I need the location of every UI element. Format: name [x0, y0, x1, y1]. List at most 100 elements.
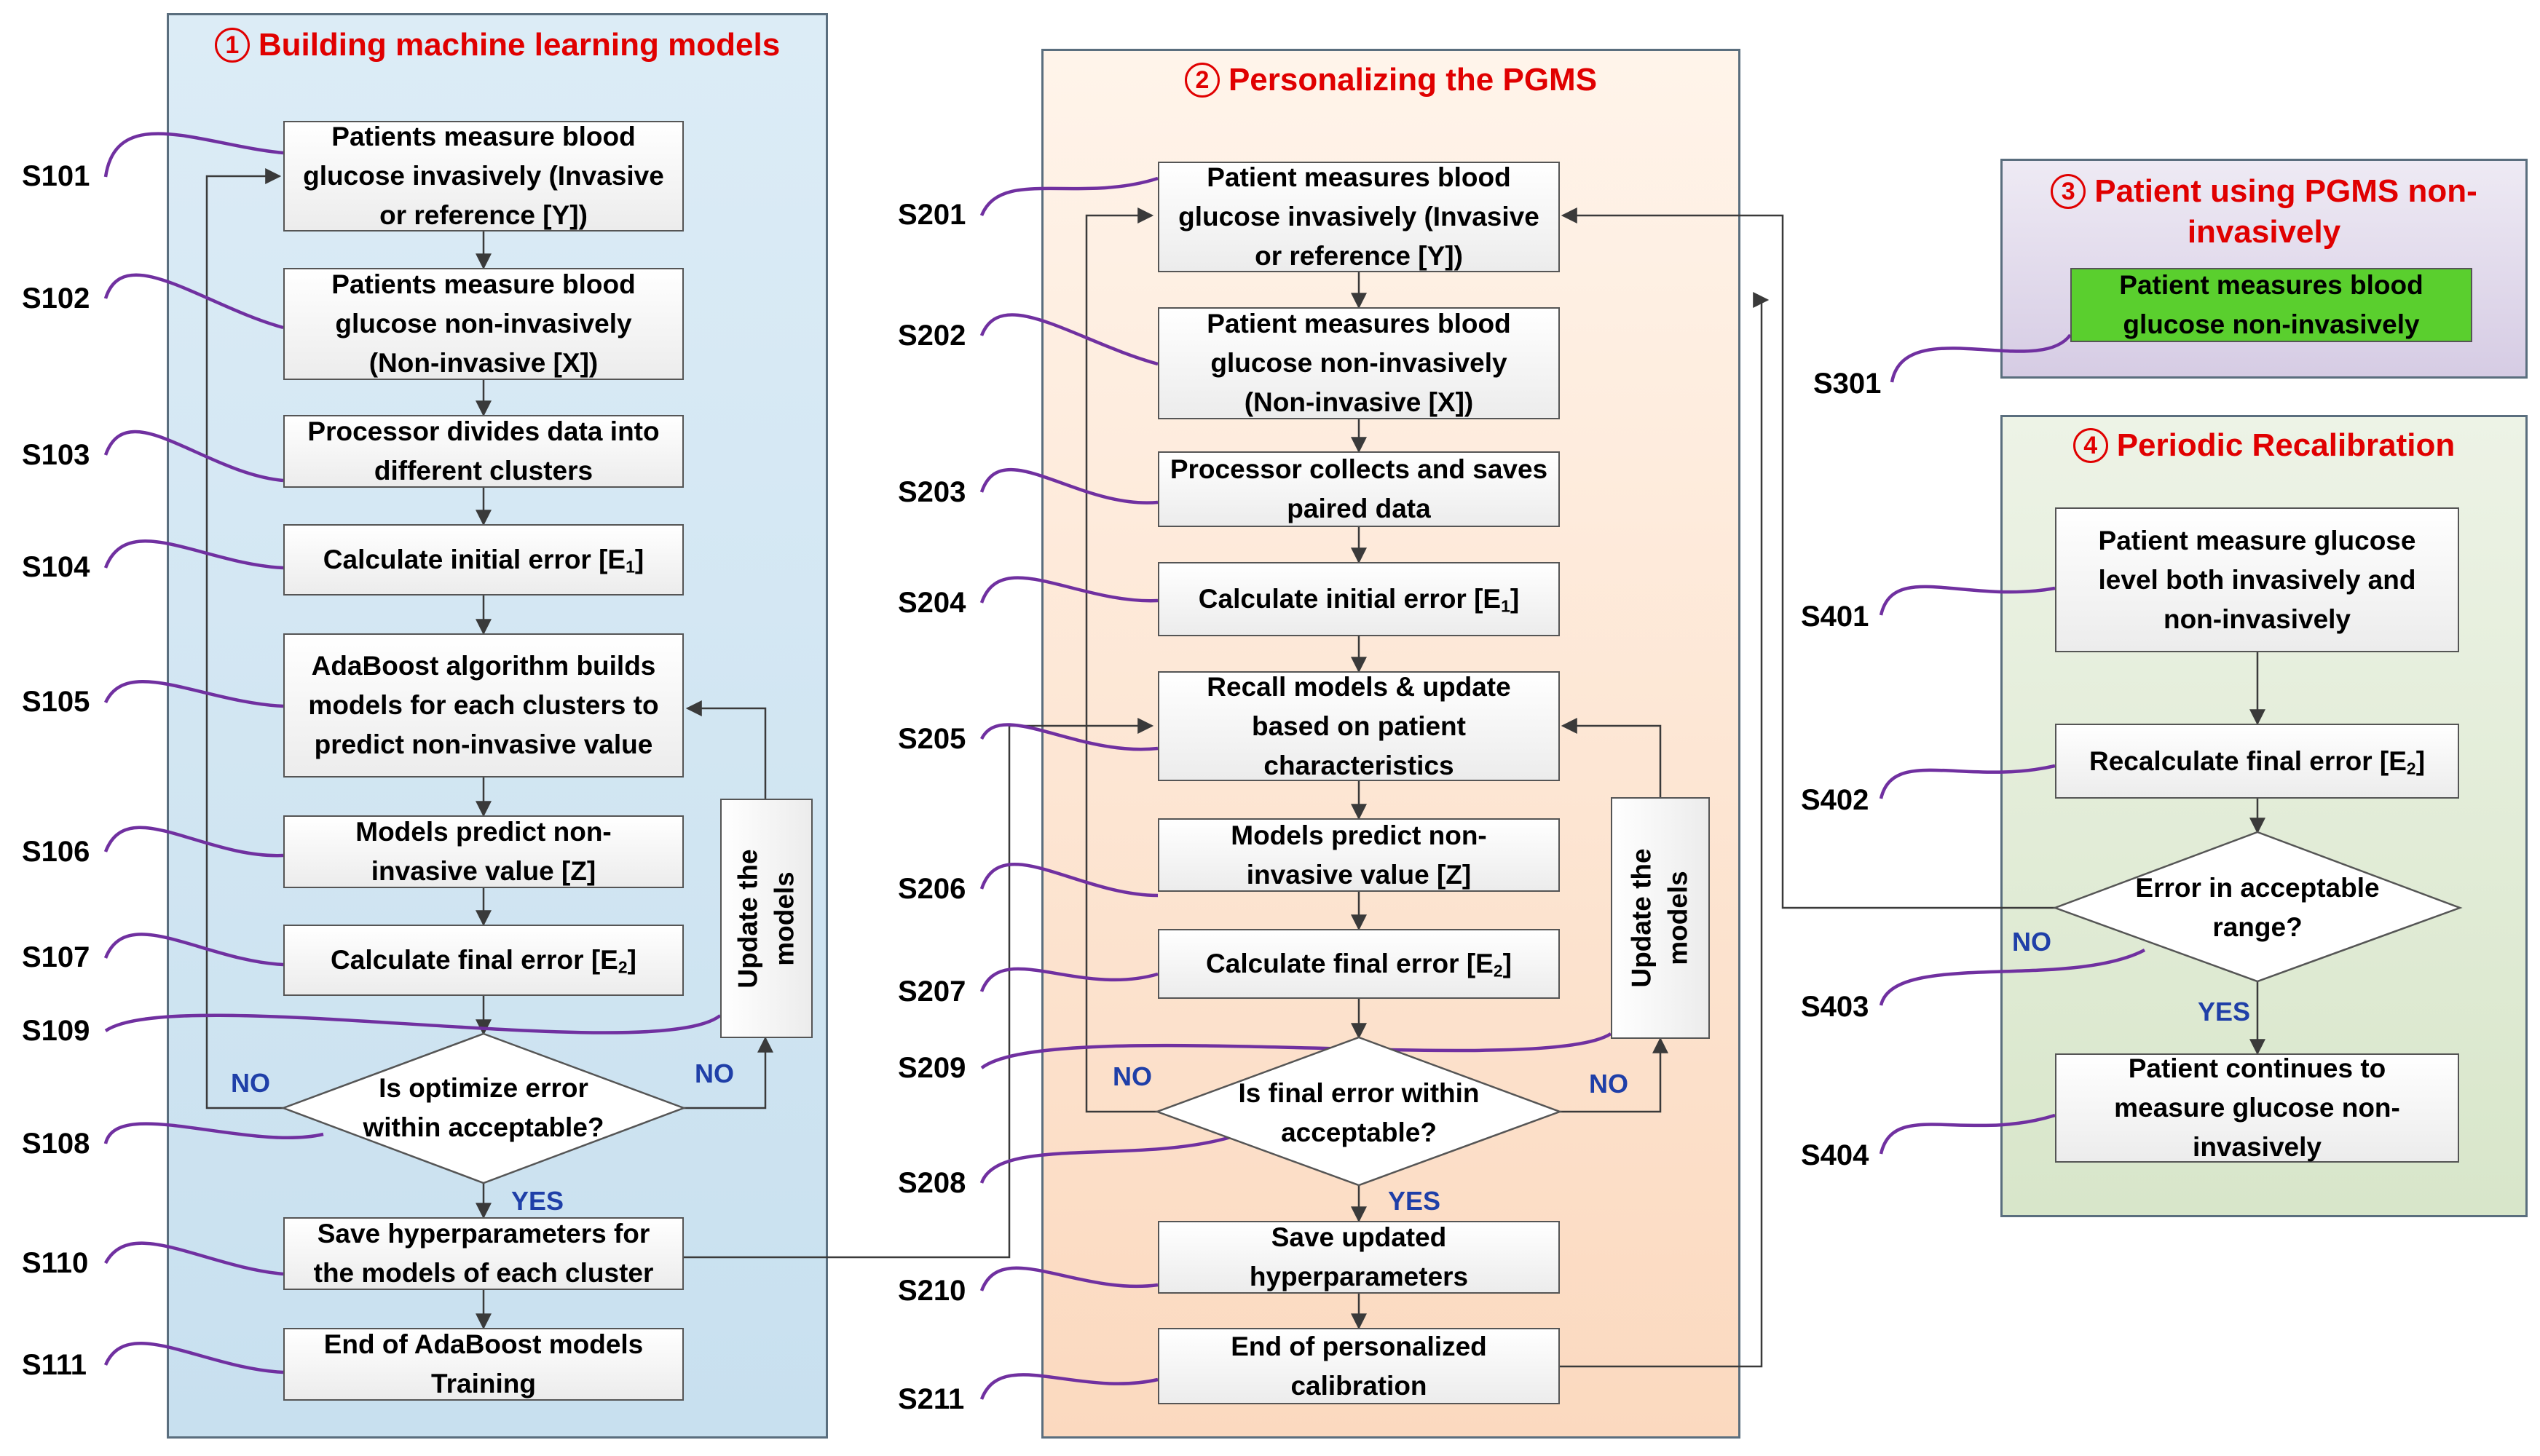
step-text: Processor collects and saves — [1170, 454, 1548, 484]
step-text: hyperparameters — [1249, 1262, 1469, 1291]
step-label-s403: S403 — [1801, 991, 1869, 1023]
step-label-s108: S108 — [22, 1128, 90, 1160]
step-text: models — [1663, 871, 1693, 965]
step-label-s104: S104 — [22, 551, 90, 583]
step-text: Calculate final error [E — [331, 945, 618, 975]
step-label-s105: S105 — [22, 686, 90, 718]
step-text: models for each clusters to — [308, 690, 659, 720]
step-text: models — [769, 871, 800, 966]
decision-yes-label: YES — [2198, 997, 2251, 1026]
step-number-3: 3 — [2051, 174, 2086, 209]
step-text: Processor divides data into — [307, 416, 660, 446]
step-label-s206: S206 — [898, 873, 966, 905]
step-text: non-invasively — [2163, 604, 2351, 634]
step-text: or reference [Y]) — [1255, 241, 1463, 271]
step-label-s301: S301 — [1813, 368, 1882, 400]
step-text-end: ] — [1502, 949, 1512, 978]
decision-no-label: NO — [1589, 1069, 1628, 1099]
step-s107-box: Calculate final error [E2] — [283, 925, 684, 996]
step-text: invasive value [Z] — [371, 856, 596, 886]
step-text: range? — [2212, 912, 2303, 942]
step-s105-box: AdaBoost algorithm builds models for each… — [283, 633, 684, 778]
step-text-end: ] — [627, 945, 636, 975]
step-s106-box: Models predict non-invasive value [Z] — [283, 815, 684, 888]
step-text: Is optimize error — [379, 1073, 588, 1103]
step-s207-box: Calculate final error [E2] — [1158, 929, 1560, 999]
step-label-s110: S110 — [22, 1247, 89, 1279]
step-s104-box: Calculate initial error [E1] — [283, 524, 684, 596]
step-label-s106: S106 — [22, 836, 90, 868]
step-text: Patient continues to — [2128, 1053, 2386, 1083]
step-label-s204: S204 — [898, 587, 966, 619]
step-s204-box: Calculate initial error [E1] — [1158, 562, 1560, 636]
step-text: Patient measures blood — [2119, 270, 2423, 300]
step-number-4: 4 — [2072, 428, 2108, 463]
step-text: Patient measures blood — [1207, 162, 1511, 192]
step-text: paired data — [1287, 494, 1431, 523]
step-number-2: 2 — [1184, 63, 1220, 98]
step-label-s402: S402 — [1801, 784, 1869, 816]
step-text: glucose non-invasively — [2123, 309, 2420, 339]
step-text: Patient measures blood — [1207, 309, 1511, 339]
step-s206-box: Models predict non-invasive value [Z] — [1158, 818, 1560, 892]
step-text: glucose invasively (Invasive — [1178, 202, 1539, 232]
step-label-s209: S209 — [898, 1052, 966, 1084]
decision-no-label: NO — [2012, 927, 2051, 957]
step-text: Recall models & update — [1207, 671, 1511, 702]
step-s101-box: Patients measure blood glucose invasively… — [283, 121, 684, 232]
decision-no-label: NO — [695, 1059, 734, 1088]
step-text: Calculate initial error [E — [1198, 584, 1502, 614]
step-s108-text: Is optimize error within acceptable? — [320, 1069, 647, 1147]
step-text: invasive value [Z] — [1246, 859, 1472, 890]
step-text-end: ] — [2415, 745, 2426, 776]
step-label-s111: S111 — [22, 1349, 87, 1381]
step-text: glucose invasively (Invasive — [303, 161, 664, 191]
step-text: Update the — [1627, 848, 1657, 988]
decision-no-label: NO — [231, 1068, 270, 1098]
step-label-s205: S205 — [898, 723, 966, 755]
step-text: within acceptable? — [363, 1112, 604, 1142]
step-text: predict non-invasive value — [314, 729, 653, 759]
step-subscript: 2 — [1493, 961, 1503, 981]
decision-yes-label: YES — [1388, 1186, 1441, 1216]
panel-title-text: Patient using PGMS non- — [2094, 173, 2477, 209]
decision-no-label: NO — [1113, 1061, 1152, 1091]
step-label-s103: S103 — [22, 439, 90, 471]
step-text: Patients measure blood — [331, 122, 636, 151]
step-text: Patients measure blood — [331, 269, 636, 299]
step-text: AdaBoost algorithm builds — [311, 651, 656, 681]
step-label-s101: S101 — [22, 160, 90, 192]
step-text: Training — [431, 1369, 536, 1398]
panel-title-text: Building machine learning models — [258, 27, 781, 63]
step-label-s211: S211 — [898, 1383, 965, 1415]
step-s301-box: Patient measures blood glucose non-invasi… — [2070, 268, 2472, 342]
step-label-s210: S210 — [898, 1275, 966, 1307]
step-subscript: 2 — [618, 957, 628, 977]
step-text: based on patient — [1252, 711, 1466, 741]
step-label-s404: S404 — [1801, 1139, 1869, 1171]
step-text: End of AdaBoost models — [323, 1329, 644, 1359]
step-text: Patient measure glucose — [2098, 525, 2416, 555]
step-text: Calculate initial error [E — [323, 545, 626, 574]
step-number-1: 1 — [214, 28, 250, 63]
step-text: Recalculate final error [E — [2089, 745, 2407, 776]
panel-title-text: Personalizing the PGMS — [1228, 62, 1598, 98]
step-label-s203: S203 — [898, 476, 966, 508]
step-subscript: 1 — [1501, 596, 1510, 616]
panel-title-text: Periodic Recalibration — [2116, 427, 2456, 463]
step-s201-box: Patient measures blood glucose invasively… — [1158, 162, 1560, 272]
